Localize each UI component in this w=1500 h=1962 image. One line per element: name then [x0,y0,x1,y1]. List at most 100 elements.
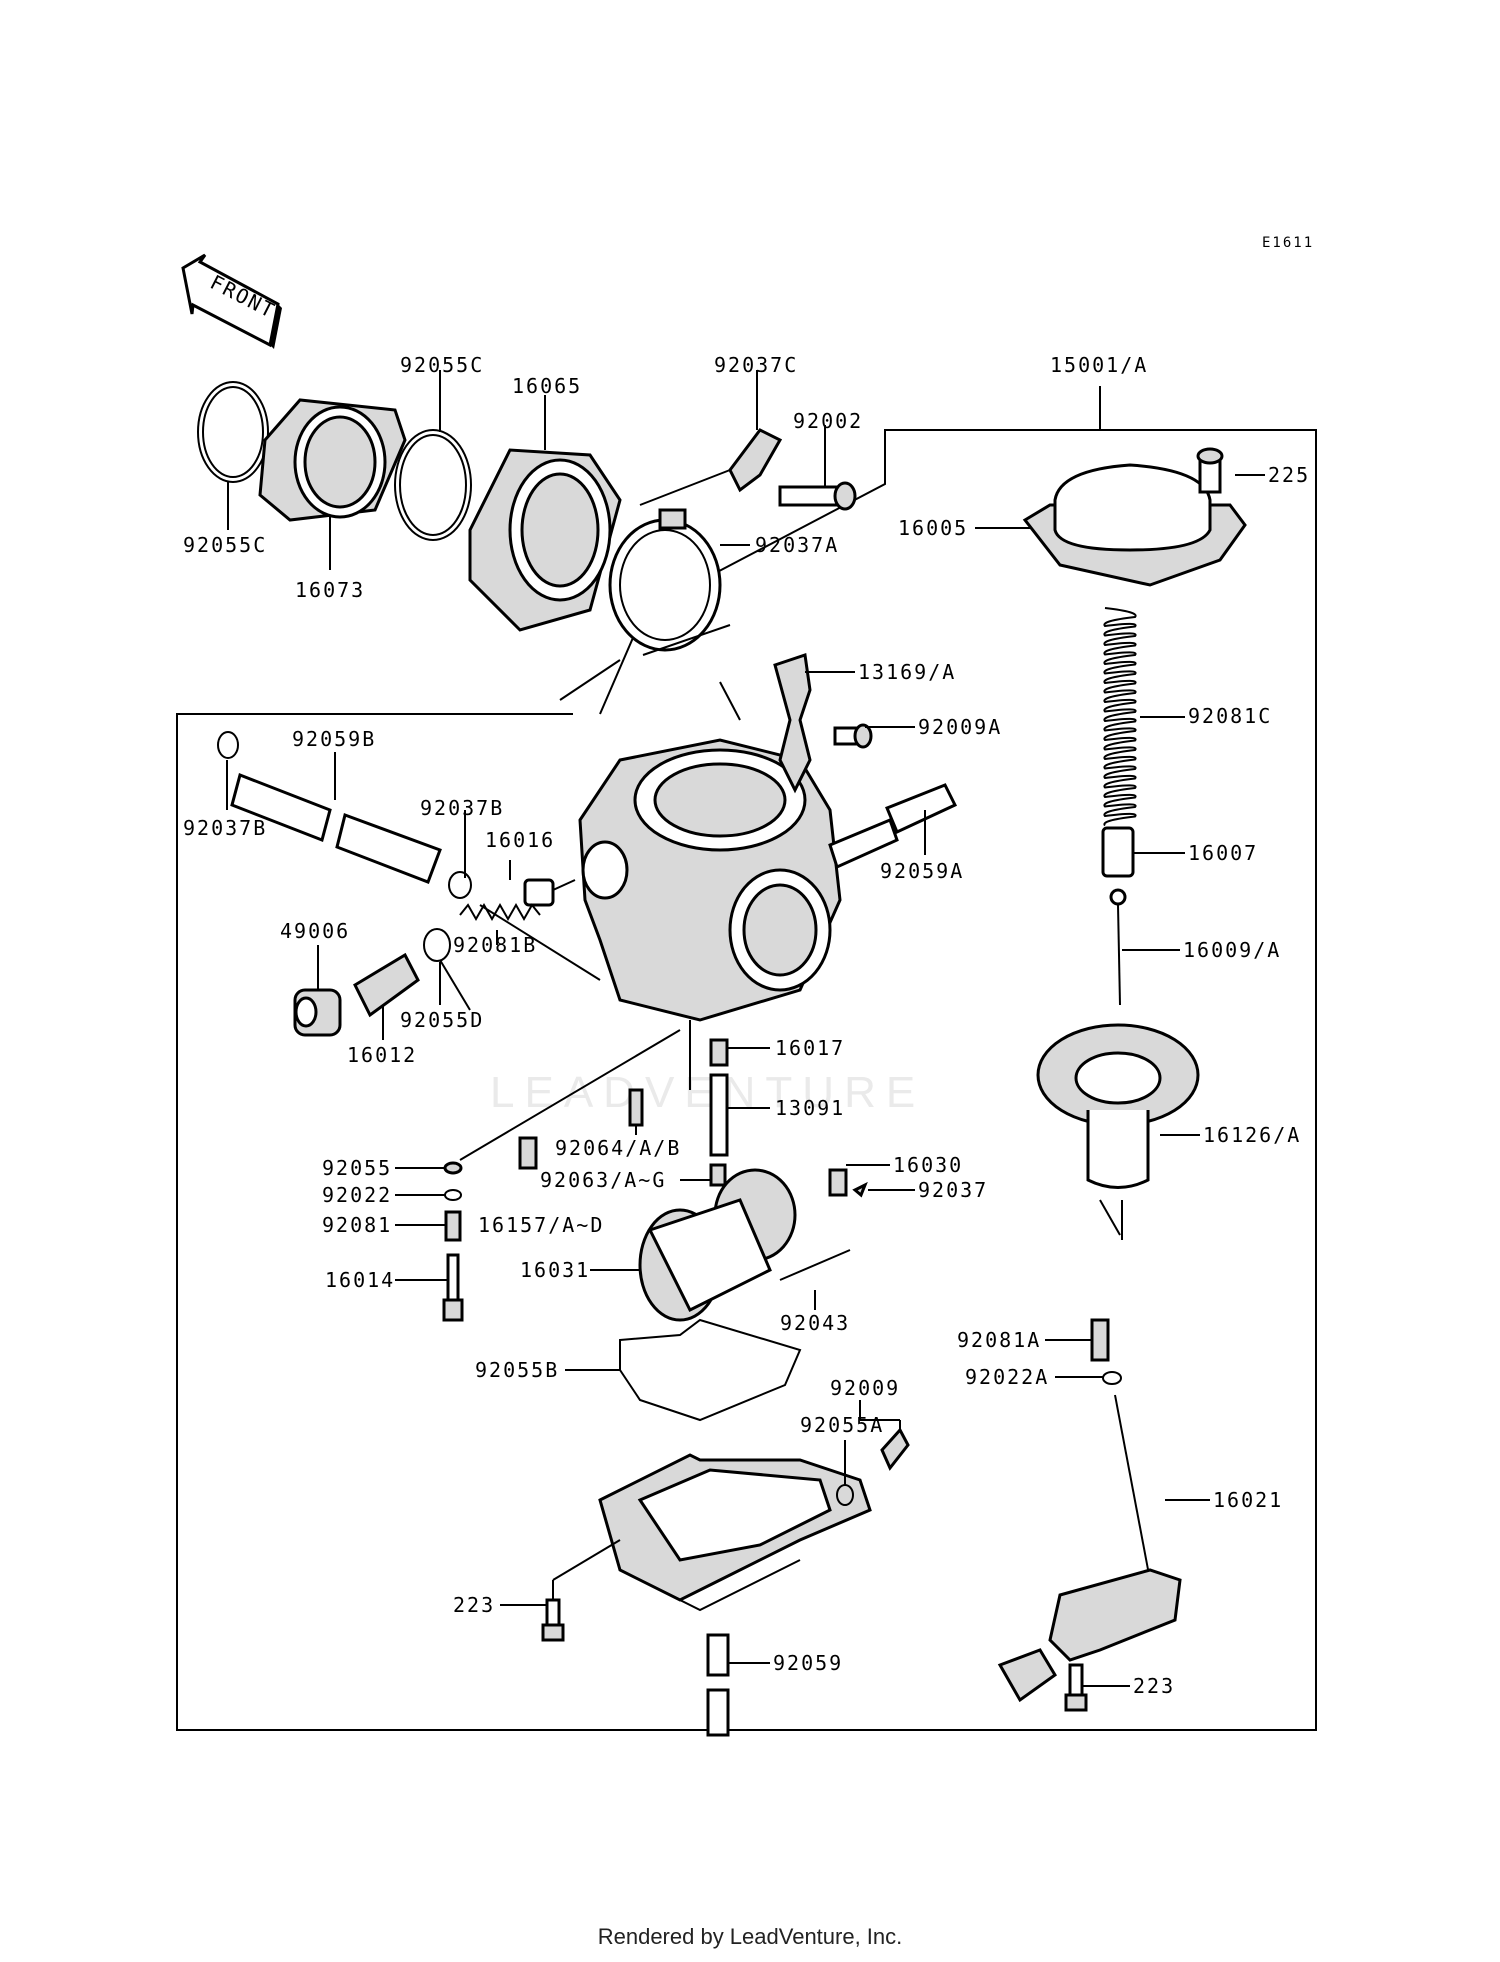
label-16157: 16157/A~D [478,1213,604,1237]
float-valve-16030 [828,1168,848,1197]
intake-holder-16065 [468,448,622,632]
label-225: 225 [1268,463,1310,487]
label-15001: 15001/A [1050,353,1148,377]
label-92055: 92055 [322,1156,392,1180]
holder-16007 [1101,826,1135,878]
label-16065: 16065 [512,374,582,398]
label-223-right: 223 [1133,1674,1175,1698]
label-16021: 16021 [1213,1488,1283,1512]
label-92055D: 92055D [400,1008,484,1032]
choke-lever-16021 [997,1394,1182,1703]
label-92059: 92059 [773,1651,843,1675]
spring-92081B [459,902,541,922]
label-92055B: 92055B [475,1358,559,1382]
label-16009: 16009/A [1183,938,1281,962]
footer-credit: Rendered by LeadVenture, Inc. [597,1924,903,1949]
label-92002: 92002 [793,409,863,433]
insulator-16073 [258,398,407,522]
washer-92055 [443,1161,463,1175]
label-16016: 16016 [485,828,555,852]
gasket-92055B [619,1318,802,1422]
nut-16012 [353,952,420,1018]
label-13169: 13169/A [858,660,956,684]
label-92037C: 92037C [714,353,798,377]
screw-223-right [1064,1663,1088,1712]
label-16012: 16012 [347,1043,417,1067]
jet-16157 [518,1136,538,1170]
screw-92064 [628,1088,644,1127]
label-92022A: 92022A [965,1365,1049,1389]
diaphragm-16126 [1036,1023,1200,1189]
label-92037B-mid: 92037B [420,796,504,820]
label-92022: 92022 [322,1183,392,1207]
drain-tube-92059 [706,1633,730,1737]
carburetor-body [578,738,842,1022]
jet-16017 [709,1038,729,1067]
washer-92022A [1102,1371,1122,1385]
label-92081C: 92081C [1188,704,1272,728]
screw-92002 [778,481,857,511]
diagram-code: E1611 [1262,235,1314,251]
label-92081: 92081 [322,1213,392,1237]
label-92081A: 92081A [957,1328,1041,1352]
label-92055A: 92055A [800,1413,884,1437]
screw-223-left [541,1598,565,1642]
o-ring-92055D [423,928,451,962]
float-16031 [638,1168,797,1322]
label-92064: 92064/A/B [555,1136,681,1160]
label-92081B: 92081B [453,933,537,957]
spring-92081C [1103,607,1137,827]
label-92043: 92043 [780,1311,850,1335]
label-16017: 16017 [775,1036,845,1060]
plate-92037C [728,428,783,493]
label-92009: 92009 [830,1376,900,1400]
label-92059B: 92059B [292,727,376,751]
screw-16014 [442,1253,464,1322]
clip-92037B-left [217,731,239,759]
o-ring-92055C-right [394,429,472,541]
spring-92081 [444,1210,462,1242]
leadventure-watermark: LEADVENTURE [490,1068,926,1117]
front-arrow-icon: FRONT [181,253,282,349]
label-92055C-top: 92055C [400,353,484,377]
assembly-frame [176,429,1317,1731]
label-13091: 13091 [775,1096,845,1120]
cap-49006 [293,988,342,1037]
label-16073: 16073 [295,578,365,602]
label-92037B-left: 92037B [183,816,267,840]
label-92009A: 92009A [918,715,1002,739]
o-ring-92055C-left [197,381,269,483]
washer-92022 [444,1189,462,1201]
clip-92037 [852,1181,868,1198]
label-92037: 92037 [918,1178,988,1202]
label-92063: 92063/A~G [540,1168,666,1192]
label-16007: 16007 [1188,841,1258,865]
label-92037A: 92037A [755,533,839,557]
top-cover-16005 [1022,463,1247,587]
pin-92043 [779,1249,851,1281]
bracket-13169 [773,653,812,794]
needle-16009 [1109,888,1127,1006]
label-92059A: 92059A [880,859,964,883]
clip-92037B-mid [448,871,472,899]
screw-92009A [833,723,873,749]
label-16126: 16126/A [1203,1123,1301,1147]
spring-92081A [1090,1318,1110,1362]
label-16031: 16031 [520,1258,590,1282]
label-16005: 16005 [898,516,968,540]
plunger-16016 [523,878,576,907]
leader-lines [226,370,1265,1687]
label-16014: 16014 [325,1268,395,1292]
label-49006: 49006 [280,919,350,943]
screw-225 [1196,447,1224,494]
needle-jet-13091 [709,1073,729,1157]
part-labels: 92055C 92055C 16073 16065 92037C 92002 9… [183,353,1310,1698]
tube-92059A [828,783,958,870]
float-bowl [598,1453,872,1612]
label-223-left: 223 [453,1593,495,1617]
jet-92063 [709,1163,727,1187]
tube-92059B [230,772,442,884]
label-16030: 16030 [893,1153,963,1177]
clamp-92037A [608,508,722,652]
